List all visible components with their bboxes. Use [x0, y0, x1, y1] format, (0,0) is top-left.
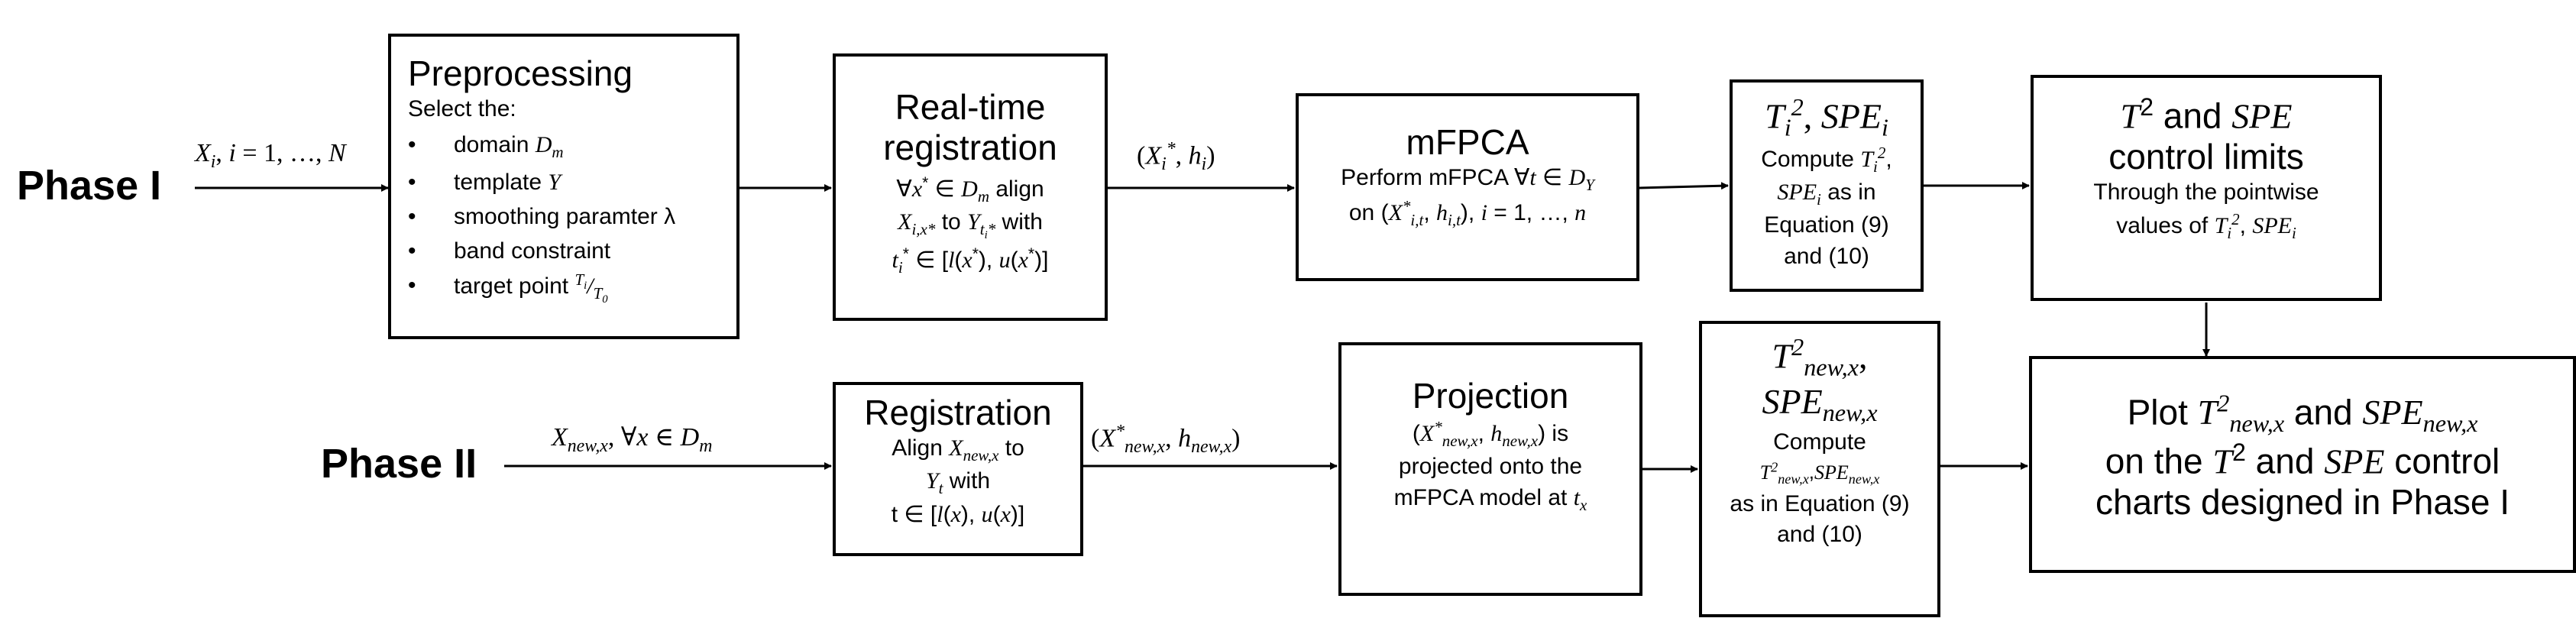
t2-spe-new-line3: as in Equation (9)	[1730, 490, 1910, 516]
projection-box: Projection (X*new,x, hnew,x) is projecte…	[1338, 342, 1642, 596]
t2-spe-new-line4: and (10)	[1777, 522, 1862, 548]
t2-spe-new-box: T2new,x, SPEnew,x Compute T2new,x,SPEnew…	[1699, 321, 1940, 617]
preprocessing-box: Preprocessing Select the: domain Dm temp…	[388, 34, 739, 339]
mfpca-line2: on (X*i,t, hi,t), i = 1, …, n	[1348, 197, 1587, 230]
arrow-mfpca-to-t2spe	[1639, 182, 1729, 190]
t2-spe-new-title-line1: T2new,x,	[1772, 333, 1868, 381]
control-limits-box: T2 and SPE control limits Through the po…	[2031, 75, 2382, 301]
t2-spe-new-line1: Compute	[1773, 429, 1866, 455]
realtime-line2: Xi,x* to Yti* with	[898, 209, 1043, 242]
t2-spe-line2: SPEi as in	[1777, 179, 1876, 209]
projection-line2: projected onto the	[1398, 454, 1583, 480]
limits-title-line2: control limits	[2108, 137, 2304, 177]
t2-spe-line1: Compute Ti2,	[1761, 143, 1892, 176]
mfpca-line1: Perform mFPCA ∀t ∈ DY	[1341, 164, 1594, 194]
t2-spe-new-title-line2: SPEnew,x	[1762, 381, 1878, 426]
preprocessing-title: Preprocessing	[408, 53, 633, 93]
preprocessing-list: domain Dm template Y smoothing paramter …	[408, 128, 736, 308]
limits-title-line1: T2 and SPE	[2120, 93, 2293, 136]
list-item: smoothing paramter λ	[408, 199, 736, 234]
input-label-phase1: Xi, i = 1, …, N	[195, 139, 346, 172]
registration-line2: Yt with	[925, 468, 991, 498]
t2-spe-title: Ti2, SPEi	[1765, 93, 1888, 141]
registration-line1: Align Xnew,x to	[892, 435, 1024, 464]
projection-title: Projection	[1412, 376, 1569, 416]
plot-line2: on the T2 and SPE control	[2105, 438, 2500, 481]
list-item: band constraint	[408, 234, 736, 268]
realtime-line1: ∀x* ∈ Dm align	[896, 173, 1044, 205]
plot-line3: charts designed in Phase I	[2095, 481, 2510, 522]
phase-2-label: Phase II	[321, 441, 477, 487]
list-item: target point Ti/T0	[408, 268, 736, 308]
list-item: template Y	[408, 165, 736, 199]
edge-label-registered-curves: (Xi*, hi)	[1137, 139, 1215, 175]
limits-line1: Through the pointwise	[2093, 180, 2319, 205]
edge-label-registered-new: (X*new,x, hnew,x)	[1091, 422, 1241, 458]
realtime-registration-box: Real-time registration ∀x* ∈ Dm align Xi…	[833, 53, 1108, 321]
list-item: domain Dm	[408, 128, 736, 165]
registration-title: Registration	[864, 393, 1052, 432]
mfpca-title: mFPCA	[1406, 122, 1529, 162]
plot-box: Plot T2new,x and SPEnew,x on the T2 and …	[2029, 356, 2576, 573]
registration-line3: t ∈ [l(x), u(x)]	[891, 501, 1025, 527]
limits-line2: values of Ti2, SPEi	[2116, 209, 2296, 242]
realtime-title-line2: registration	[883, 127, 1057, 167]
projection-line3: mFPCA model at tx	[1393, 484, 1587, 514]
realtime-line3: ti* ∈ [l(x*), u(x*)]	[892, 245, 1049, 277]
t2-spe-new-line2: T2new,x,SPEnew,x	[1759, 459, 1880, 487]
realtime-title-line1: Real-time	[895, 87, 1046, 127]
preprocessing-intro: Select the:	[408, 95, 516, 121]
t2-spe-line3: Equation (9)	[1764, 212, 1889, 238]
t2-spe-line4: and (10)	[1784, 243, 1869, 269]
t2-spe-box: Ti2, SPEi Compute Ti2, SPEi as in Equati…	[1730, 79, 1924, 292]
plot-line1: Plot T2new,x and SPEnew,x	[2127, 390, 2478, 438]
projection-line1: (X*new,x, hnew,x) is	[1412, 417, 1569, 450]
registration-box: Registration Align Xnew,x to Yt with t ∈…	[833, 382, 1083, 556]
mfpca-box: mFPCA Perform mFPCA ∀t ∈ DY on (X*i,t, h…	[1296, 93, 1639, 281]
phase-1-label: Phase I	[17, 163, 162, 209]
input-label-phase2: Xnew,x, ∀x ∈ Dm	[552, 423, 713, 456]
